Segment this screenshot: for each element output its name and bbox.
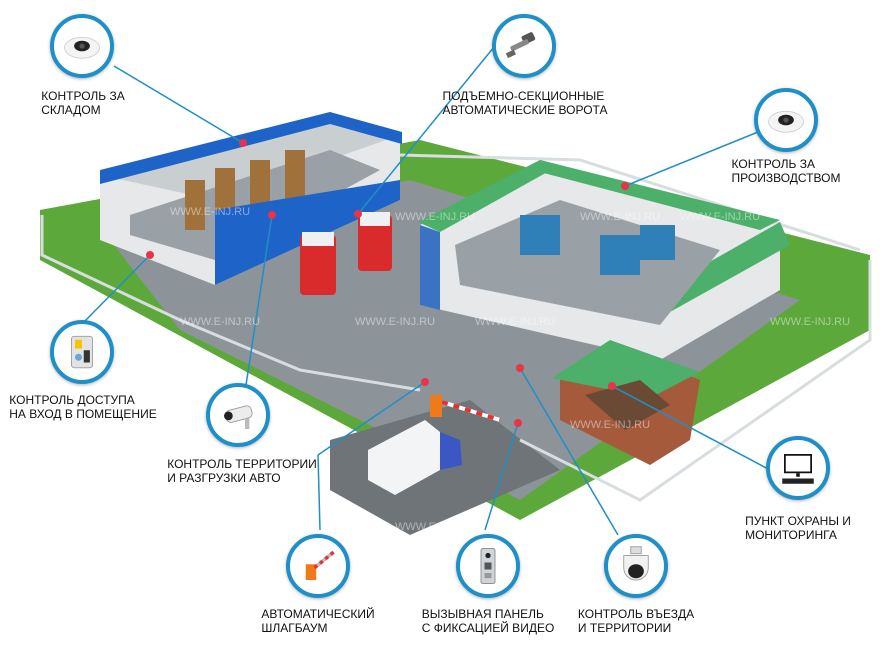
barrier: [430, 395, 501, 422]
fingerprint-reader-icon: [71, 335, 93, 369]
label-guard: Пункт охраны имониторинга: [745, 514, 851, 542]
truck-2: [358, 212, 392, 271]
warehouse-building: [100, 112, 402, 285]
callout-gates: [492, 14, 556, 78]
connector-lines: [81, 46, 771, 536]
watermark: WWW.E-INJ.RU: [580, 211, 660, 223]
guard-booth: [552, 340, 700, 465]
callout-warehouse: [50, 14, 114, 78]
gate-motor-icon: [505, 32, 536, 59]
dome-camera-icon: [64, 36, 100, 59]
label-barrier: Автоматическийшлагбаум: [261, 607, 375, 635]
monitor-recorder-icon: [782, 454, 814, 484]
intercom-panel-icon: [480, 548, 496, 584]
watermark: WWW.E-INJ.RU: [395, 521, 475, 533]
label-access: Контроль доступана вход в помещение: [9, 393, 157, 421]
label-territory: Контроль территориии разгрузки авто: [167, 457, 317, 485]
callout-territory: [206, 383, 270, 447]
callout-barrier: [286, 534, 350, 598]
label-gates: Подъемно-секционныеавтоматические ворота: [442, 89, 608, 117]
label-warehouse: Контроль заскладом: [41, 89, 125, 117]
watermark: WWW.E-INJ.RU: [395, 211, 475, 223]
watermark: WWW.E-INJ.RU: [570, 419, 650, 431]
callout-access: [50, 320, 114, 384]
callout-guard: [766, 436, 830, 500]
barrier-arm-icon: [305, 550, 335, 580]
watermark: WWW.E-INJ.RU: [770, 316, 850, 328]
watermark: WWW.E-INJ.RU: [475, 316, 555, 328]
bullet-camera-icon: [224, 405, 253, 429]
truck-1: [300, 232, 336, 295]
dome-camera-icon: [768, 110, 804, 133]
watermark: WWW.E-INJ.RU: [355, 316, 435, 328]
callout-entry: [604, 534, 668, 598]
watermark: WWW.E-INJ.RU: [170, 206, 250, 218]
watermark: WWW.E-INJ.RU: [680, 211, 760, 223]
label-intercom: Вызывная панельс фиксацией видео: [421, 607, 555, 635]
fence: [40, 215, 421, 392]
watermark: WWW.E-INJ.RU: [180, 316, 260, 328]
label-production: Контроль запроизводством: [731, 157, 841, 185]
callout-intercom: [456, 534, 520, 598]
label-entry: Контроль въездаи территории: [577, 607, 695, 635]
production-building: [418, 160, 790, 360]
delivery-truck: [368, 420, 462, 495]
ptz-camera-icon: [623, 546, 649, 581]
callout-production: [754, 88, 818, 152]
sensor-markers: [146, 139, 629, 427]
